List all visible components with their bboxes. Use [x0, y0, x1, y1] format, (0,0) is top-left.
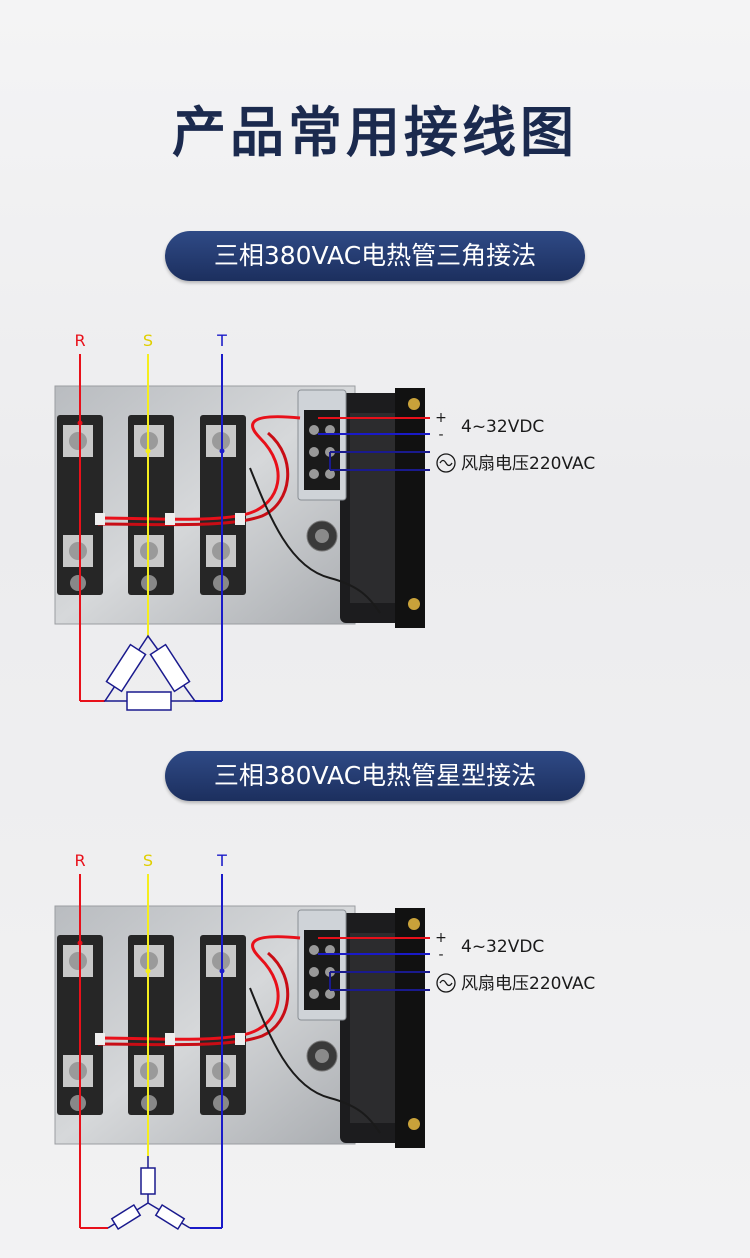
- phase-label-t: T: [216, 331, 227, 350]
- page-title: 产品常用接线图: [172, 101, 578, 164]
- delta-heater-network: [103, 634, 197, 711]
- ssr-module-s: [128, 415, 174, 595]
- section-2-label: 三相380VAC电热管星型接法: [165, 751, 585, 801]
- phase-label-t: T: [216, 851, 227, 870]
- minus-label: -: [438, 427, 443, 443]
- dc-input-label: 4~32VDC: [461, 417, 544, 437]
- fan-voltage-label: 风扇电压220VAC: [461, 974, 595, 994]
- ssr-module-s: [128, 935, 174, 1115]
- minus-label: -: [438, 947, 443, 963]
- phase-label-s: S: [143, 331, 153, 350]
- plus-label: +: [435, 930, 447, 946]
- section-1-label: 三相380VAC电热管三角接法: [165, 231, 585, 281]
- plus-label: +: [435, 410, 447, 426]
- star-heater-network: [107, 1156, 191, 1231]
- phase-label-r: R: [74, 851, 85, 870]
- star-wiring-diagram: R S T + - 4~32VDC 风扇电压220VAC: [0, 838, 750, 1258]
- dc-input-label: 4~32VDC: [461, 937, 544, 957]
- phase-label-r: R: [74, 331, 85, 350]
- ac-symbol-icon: [436, 453, 456, 473]
- ac-symbol-icon: [436, 973, 456, 993]
- delta-wiring-diagram: R S T + - 4~32VDC 风扇电压220VAC: [0, 318, 750, 738]
- fan-voltage-label: 风扇电压220VAC: [461, 454, 595, 474]
- phase-label-s: S: [143, 851, 153, 870]
